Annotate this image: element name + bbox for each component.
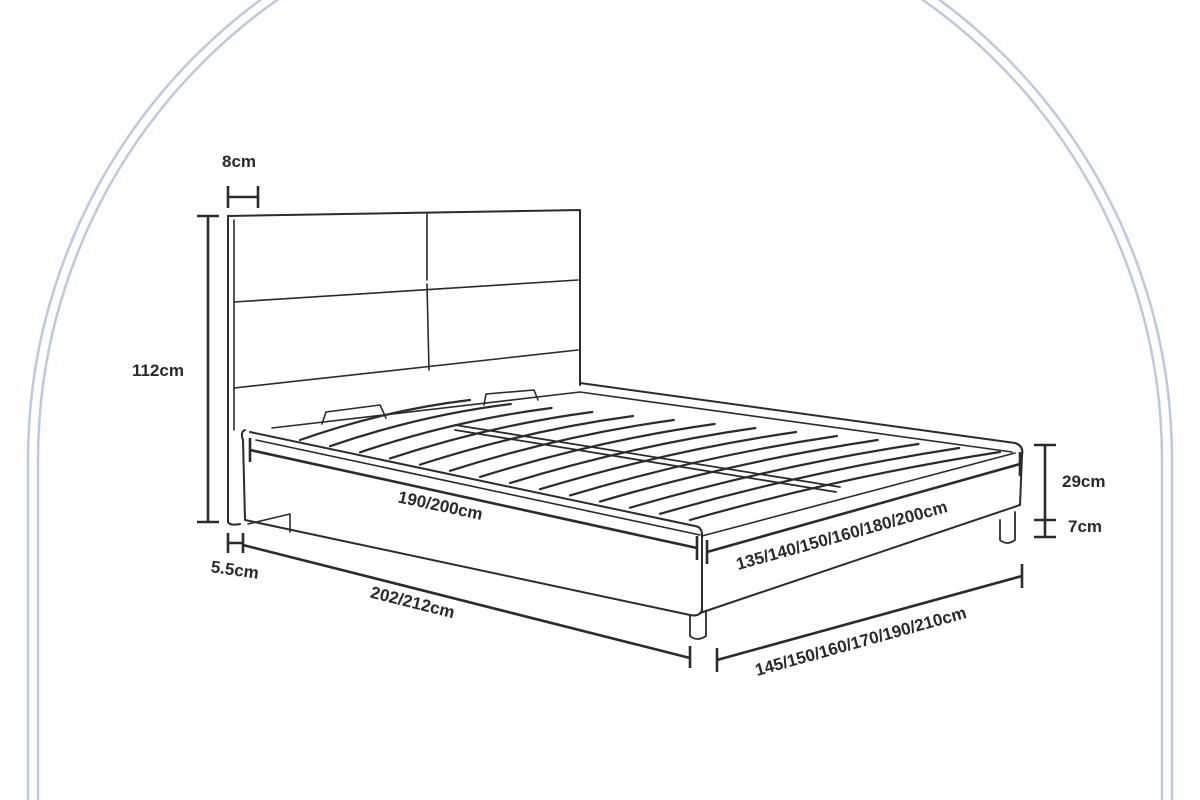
- slats: [298, 398, 1002, 522]
- slat: [568, 434, 839, 497]
- slat: [388, 410, 594, 460]
- slat: [448, 418, 675, 472]
- label-leg-height: 7cm: [1068, 517, 1102, 536]
- label-headboard-height: 112cm: [132, 361, 184, 380]
- label-frame-height: 29cm: [1062, 472, 1105, 491]
- label-headboard-thickness: 8cm: [222, 152, 256, 171]
- slat: [358, 406, 553, 454]
- arch-frame: [26, 0, 1174, 800]
- slat: [298, 398, 472, 442]
- slat: [328, 402, 512, 448]
- slat: [538, 430, 798, 491]
- headboard: [227, 209, 581, 526]
- label-side-offset: 5.5cm: [210, 557, 260, 583]
- slat: [628, 442, 920, 509]
- slat: [688, 450, 1002, 522]
- slat: [598, 438, 879, 503]
- dimension-lines: [197, 186, 1056, 672]
- slat: [658, 446, 961, 515]
- slat: [418, 414, 635, 466]
- slat: [508, 426, 757, 485]
- slat: [478, 422, 716, 479]
